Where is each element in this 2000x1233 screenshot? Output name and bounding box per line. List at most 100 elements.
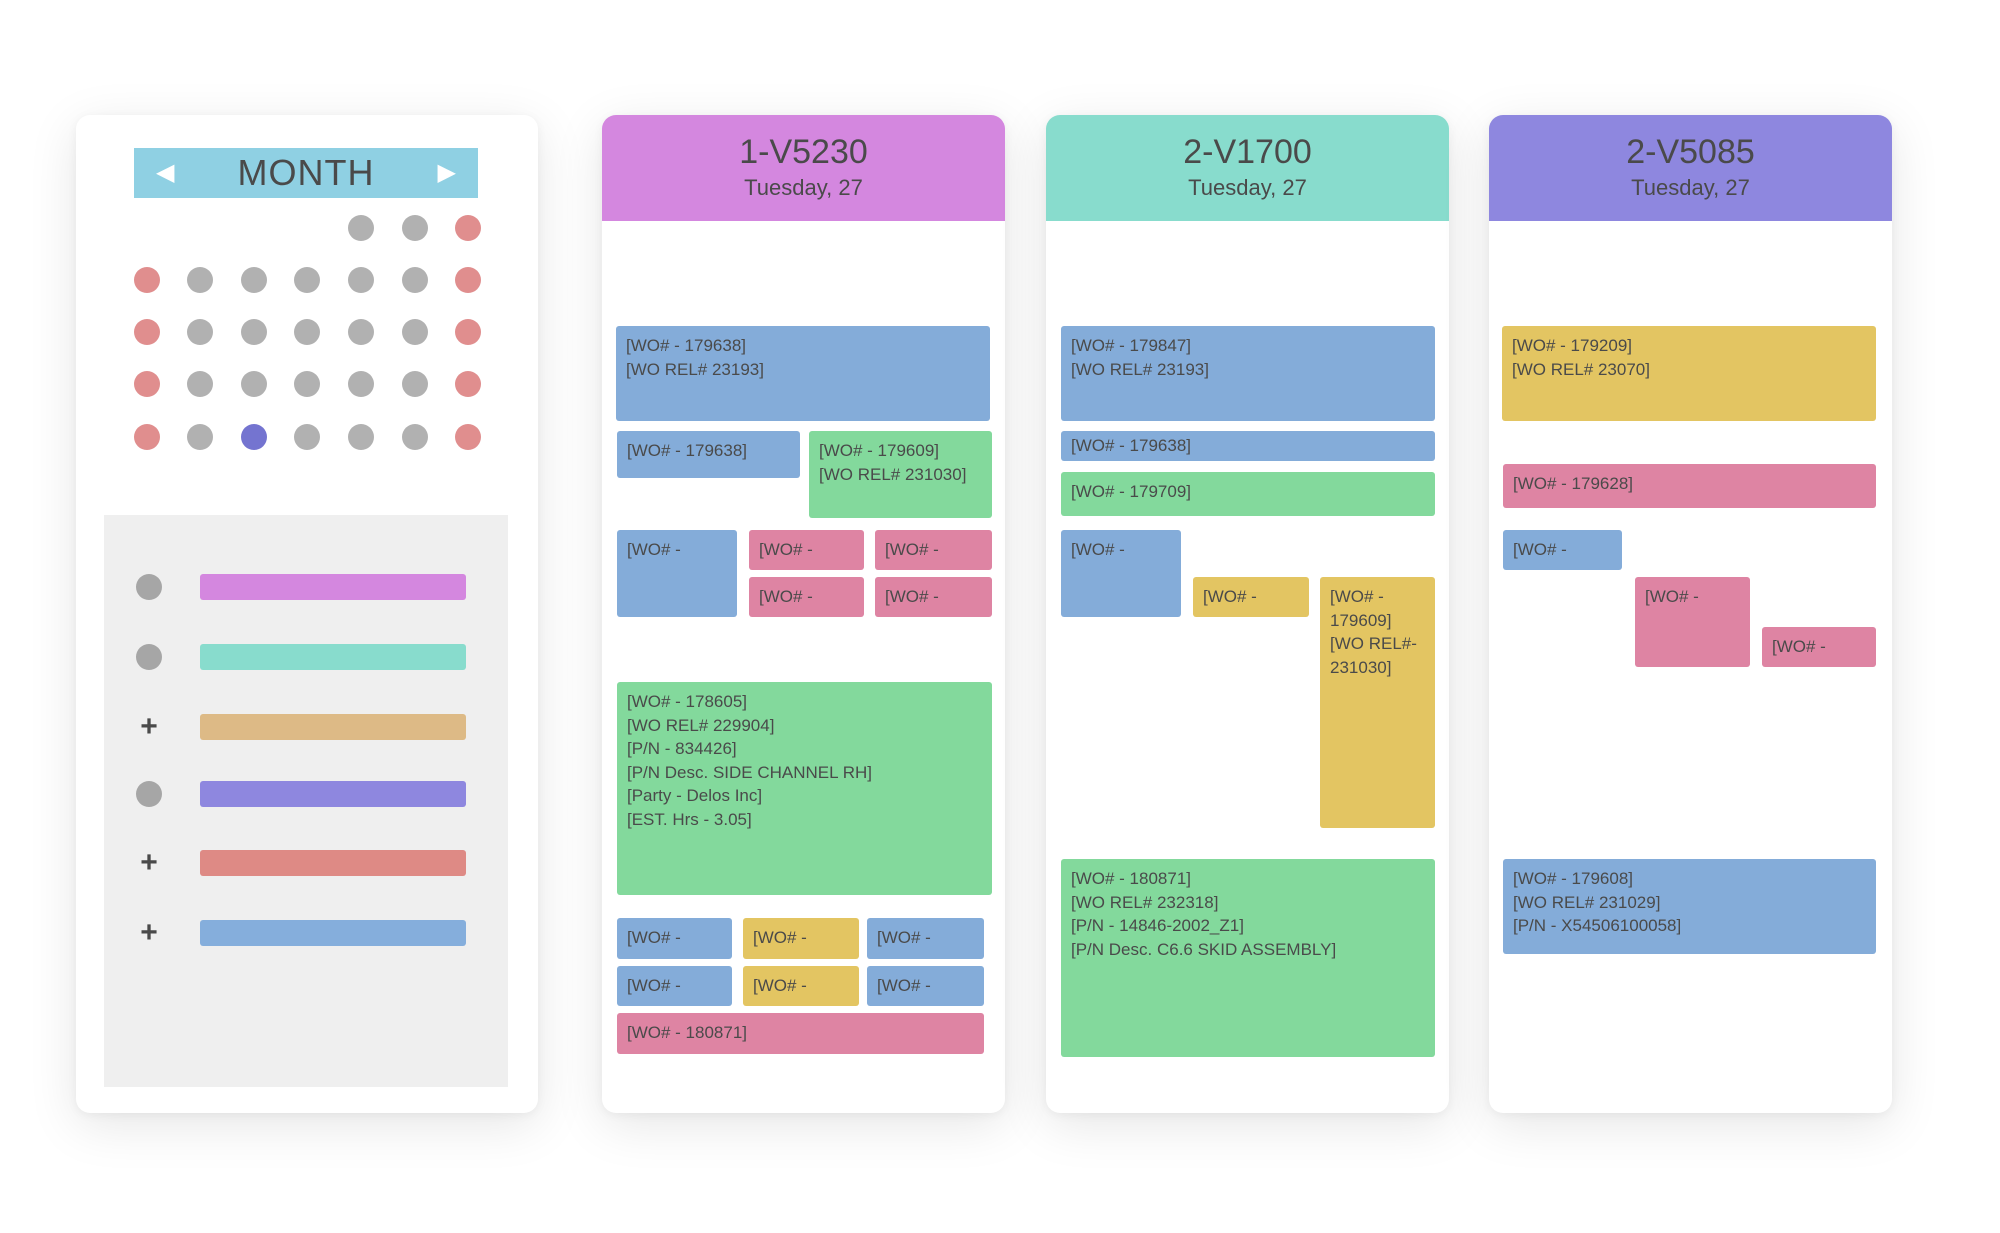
work-order-block[interactable]: [WO# - 179609][WO REL# 231030]: [809, 431, 992, 518]
resource-column-3: 2-V5085 Tuesday, 27 [WO# - 179209][WO RE…: [1489, 115, 1892, 1113]
resource-header[interactable]: 1-V5230 Tuesday, 27: [602, 115, 1005, 221]
work-order-text: [P/N - 14846-2002_Z1]: [1071, 916, 1244, 935]
work-order-text: [WO# -: [1203, 587, 1257, 606]
work-order-text: [WO# - 179638]: [626, 336, 747, 355]
work-order-block[interactable]: [WO# -: [743, 918, 859, 959]
work-order-block[interactable]: [WO# -: [617, 918, 732, 959]
work-order-text: [WO REL# 232318]: [1071, 892, 1219, 912]
work-order-block[interactable]: [WO# -: [749, 530, 864, 570]
resource-date: Tuesday, 27: [1631, 175, 1750, 200]
work-order-text: [WO# - 180871]: [1071, 869, 1192, 888]
work-order-block[interactable]: [WO# - 179638]: [617, 431, 800, 478]
work-order-text: [Party - Delos Inc]: [627, 786, 763, 805]
work-order-text: [WO# -: [1071, 540, 1125, 559]
next-month-icon[interactable]: ▶: [437, 159, 456, 186]
work-order-block[interactable]: [WO# - 179628]: [1503, 464, 1876, 508]
resource-name: 2-V5085: [1626, 133, 1755, 171]
calendar-day-dot[interactable]: [348, 319, 374, 345]
calendar-day-dot[interactable]: [402, 267, 428, 293]
calendar-day-dot[interactable]: [134, 267, 160, 293]
calendar-day-dot[interactable]: [241, 371, 267, 397]
prev-month-icon[interactable]: ◀: [156, 159, 175, 186]
calendar-day-dot[interactable]: [402, 319, 428, 345]
circle-icon: [136, 574, 162, 600]
work-order-text: [WO# - 179628]: [1513, 474, 1634, 493]
work-order-block[interactable]: [WO# - 179638][WO REL# 23193]: [616, 326, 990, 421]
work-order-block[interactable]: [WO# - 180871]: [617, 1013, 984, 1054]
work-order-text: [WO# -: [753, 976, 807, 995]
calendar-day-dot[interactable]: [402, 371, 428, 397]
work-order-block[interactable]: [WO# -: [1193, 577, 1309, 617]
work-order-block[interactable]: [WO# - 179847][WO REL# 23193]: [1061, 326, 1435, 421]
calendar-day-dot[interactable]: [187, 267, 213, 293]
calendar-day-dot[interactable]: [348, 267, 374, 293]
calendar-day-dot[interactable]: [187, 319, 213, 345]
work-order-text: [WO# -: [627, 976, 681, 995]
plus-icon[interactable]: +: [140, 710, 158, 743]
plus-icon[interactable]: +: [140, 846, 158, 879]
work-order-text: [WO# -: [877, 928, 931, 947]
calendar-day-dot[interactable]: [348, 424, 374, 450]
calendar-day-dot[interactable]: [241, 319, 267, 345]
resource-header[interactable]: 2-V5085 Tuesday, 27: [1489, 115, 1892, 221]
work-order-block[interactable]: [WO# - 178605][WO REL# 229904][P/N - 834…: [617, 682, 992, 895]
work-order-text: [P/N Desc. C6.6 SKID ASSEMBLY]: [1071, 939, 1337, 959]
work-order-block[interactable]: [WO# -: [867, 966, 984, 1006]
calendar-day-dot[interactable]: [294, 424, 320, 450]
calendar-day-dot[interactable]: [294, 267, 320, 293]
circle-icon: [136, 644, 162, 670]
work-order-block[interactable]: [WO# - 179709]: [1061, 472, 1435, 516]
calendar-day-dot[interactable]: [241, 424, 267, 450]
work-order-text: [WO REL# 23070]: [1512, 359, 1650, 379]
calendar-day-dot[interactable]: [455, 215, 481, 241]
calendar-day-dot[interactable]: [241, 267, 267, 293]
work-order-text: [WO# - 179638]: [627, 441, 748, 460]
legend-color-bar[interactable]: [200, 850, 466, 876]
work-order-block[interactable]: [WO# - 180871] [WO REL# 232318] [P/N - 148…: [1061, 859, 1435, 1057]
work-order-block[interactable]: [WO# - 179608][WO REL# 231029][P/N - X54…: [1503, 859, 1876, 954]
calendar-day-dot[interactable]: [134, 424, 160, 450]
circle-icon: [136, 781, 162, 807]
work-order-block[interactable]: [WO# -: [867, 918, 984, 959]
work-order-text: [WO# - 179709]: [1071, 482, 1192, 501]
calendar-day-dot[interactable]: [348, 215, 374, 241]
calendar-day-dot[interactable]: [455, 424, 481, 450]
legend-color-bar[interactable]: [200, 644, 466, 670]
calendar-day-dot[interactable]: [187, 424, 213, 450]
work-order-block[interactable]: [WO# - 179209][WO REL# 23070]: [1502, 326, 1876, 421]
resource-header[interactable]: 2-V1700 Tuesday, 27: [1046, 115, 1449, 221]
work-order-text: [WO# -: [1513, 540, 1567, 559]
work-order-block[interactable]: [WO# -: [875, 577, 992, 617]
legend-color-bar[interactable]: [200, 781, 466, 807]
calendar-day-dot[interactable]: [294, 371, 320, 397]
work-order-text: [WO# - 179609]: [819, 441, 940, 460]
work-order-text: [WO# -: [885, 587, 939, 606]
work-order-text: [WO# -: [627, 928, 681, 947]
legend-color-bar[interactable]: [200, 920, 466, 946]
calendar-day-dot[interactable]: [455, 371, 481, 397]
calendar-day-dot[interactable]: [402, 424, 428, 450]
work-order-block[interactable]: [WO# -: [1635, 577, 1750, 667]
work-order-text: [WO# - 179847]: [1071, 336, 1192, 355]
calendar-day-dot[interactable]: [348, 371, 374, 397]
legend-color-bar[interactable]: [200, 574, 466, 600]
calendar-day-dot[interactable]: [402, 215, 428, 241]
work-order-block[interactable]: [WO# -: [1503, 530, 1622, 570]
work-order-block[interactable]: [WO# -: [749, 577, 864, 617]
work-order-block[interactable]: [WO# -: [617, 966, 732, 1006]
legend-color-bar[interactable]: [200, 714, 466, 740]
work-order-block[interactable]: [WO# -: [617, 530, 737, 617]
work-order-block[interactable]: [WO# -: [875, 530, 992, 570]
calendar-day-dot[interactable]: [134, 371, 160, 397]
calendar-day-dot[interactable]: [455, 267, 481, 293]
work-order-block[interactable]: [WO# - 179638]: [1061, 431, 1435, 461]
calendar-day-dot[interactable]: [134, 319, 160, 345]
work-order-block[interactable]: [WO# -: [1061, 530, 1181, 617]
work-order-block[interactable]: [WO# -: [1762, 627, 1876, 667]
plus-icon[interactable]: +: [140, 916, 158, 949]
work-order-block[interactable]: [WO# -: [743, 966, 859, 1006]
calendar-day-dot[interactable]: [455, 319, 481, 345]
calendar-day-dot[interactable]: [294, 319, 320, 345]
work-order-block[interactable]: [WO# -179609][WO REL#-231030]: [1320, 577, 1435, 828]
calendar-day-dot[interactable]: [187, 371, 213, 397]
